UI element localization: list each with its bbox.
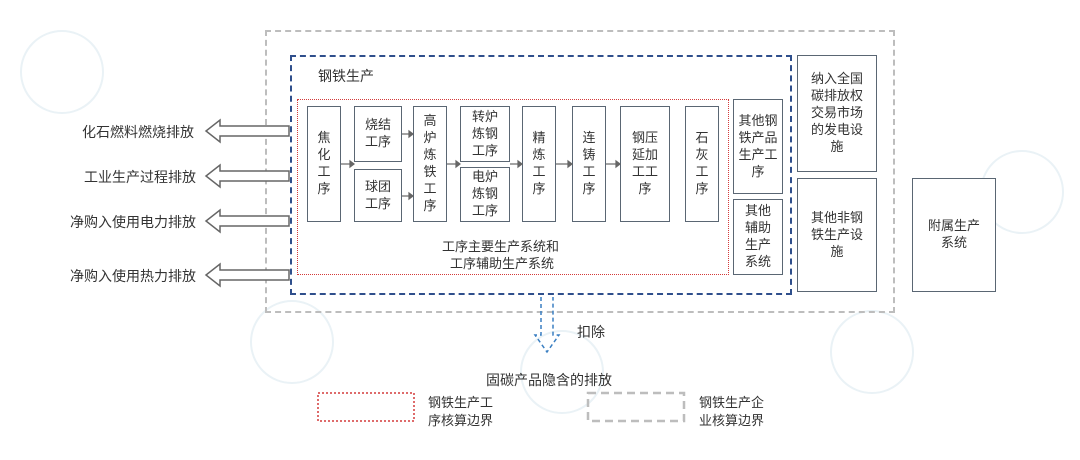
legend-red-text-2: 序核算边界 <box>428 414 494 429</box>
watermark-circle <box>20 30 104 114</box>
fixed-carbon-label: 固碳产品隐含的排放 <box>486 373 612 389</box>
watermark-circle <box>250 300 334 384</box>
deduct-label: 扣除 <box>577 325 605 341</box>
legend-red-text-1: 钢铁生产工 <box>428 396 494 411</box>
process-connectors <box>341 129 621 201</box>
affiliated-production-box: 附属生产系统 <box>912 178 996 292</box>
other-non-steel-box: 其他非钢铁生产设施 <box>797 178 877 292</box>
watermark-circle <box>520 330 604 414</box>
national-carbon-market-box: 纳入全国碳排放权交易市场的发电设施 <box>797 55 877 172</box>
process-coking: 焦化工序 <box>307 106 341 222</box>
legend-grey-text-1: 钢铁生产企 <box>699 396 765 411</box>
arrow-left-icon <box>204 118 290 144</box>
process-sintering: 烧结工序 <box>354 106 402 162</box>
process-boundary <box>297 99 729 275</box>
process-refining: 精炼工序 <box>522 106 556 222</box>
steel-production-title: 钢铁生产 <box>318 69 374 85</box>
arrow-left-icon <box>204 262 290 288</box>
emission-arrows <box>204 118 290 288</box>
emission-fossil-fuel: 化石燃料燃烧排放 <box>82 125 194 141</box>
process-lime: 石灰工序 <box>685 106 719 222</box>
process-other-aux: 其他辅助生产系统 <box>733 199 783 275</box>
legend-grey-text-2: 业核算边界 <box>699 414 765 429</box>
emission-heat: 净购入使用热力排放 <box>70 269 196 285</box>
legend-grey-swatch <box>586 391 686 423</box>
process-rolling: 钢压延加工工序 <box>620 106 670 222</box>
process-blast-furnace: 高炉炼铁工序 <box>413 106 447 222</box>
legend-red-swatch <box>317 392 415 422</box>
process-other-steel: 其他钢铁产品生产工序 <box>733 99 783 194</box>
process-note-line2: 工序辅助生产系统 <box>450 257 555 272</box>
steel-production-boundary <box>290 55 792 295</box>
process-casting: 连铸工序 <box>572 106 606 222</box>
process-note-line1: 工序主要生产系统和 <box>442 240 560 255</box>
process-eaf: 电炉炼钢工序 <box>460 167 510 222</box>
arrow-left-icon <box>204 163 290 189</box>
arrow-left-icon <box>204 208 290 234</box>
deduct-arrow <box>533 297 561 354</box>
process-pelletizing: 球团工序 <box>354 169 402 222</box>
emission-industrial-process: 工业生产过程排放 <box>84 170 196 186</box>
process-converter: 转炉炼钢工序 <box>460 106 510 162</box>
emission-electricity: 净购入使用电力排放 <box>70 215 196 231</box>
